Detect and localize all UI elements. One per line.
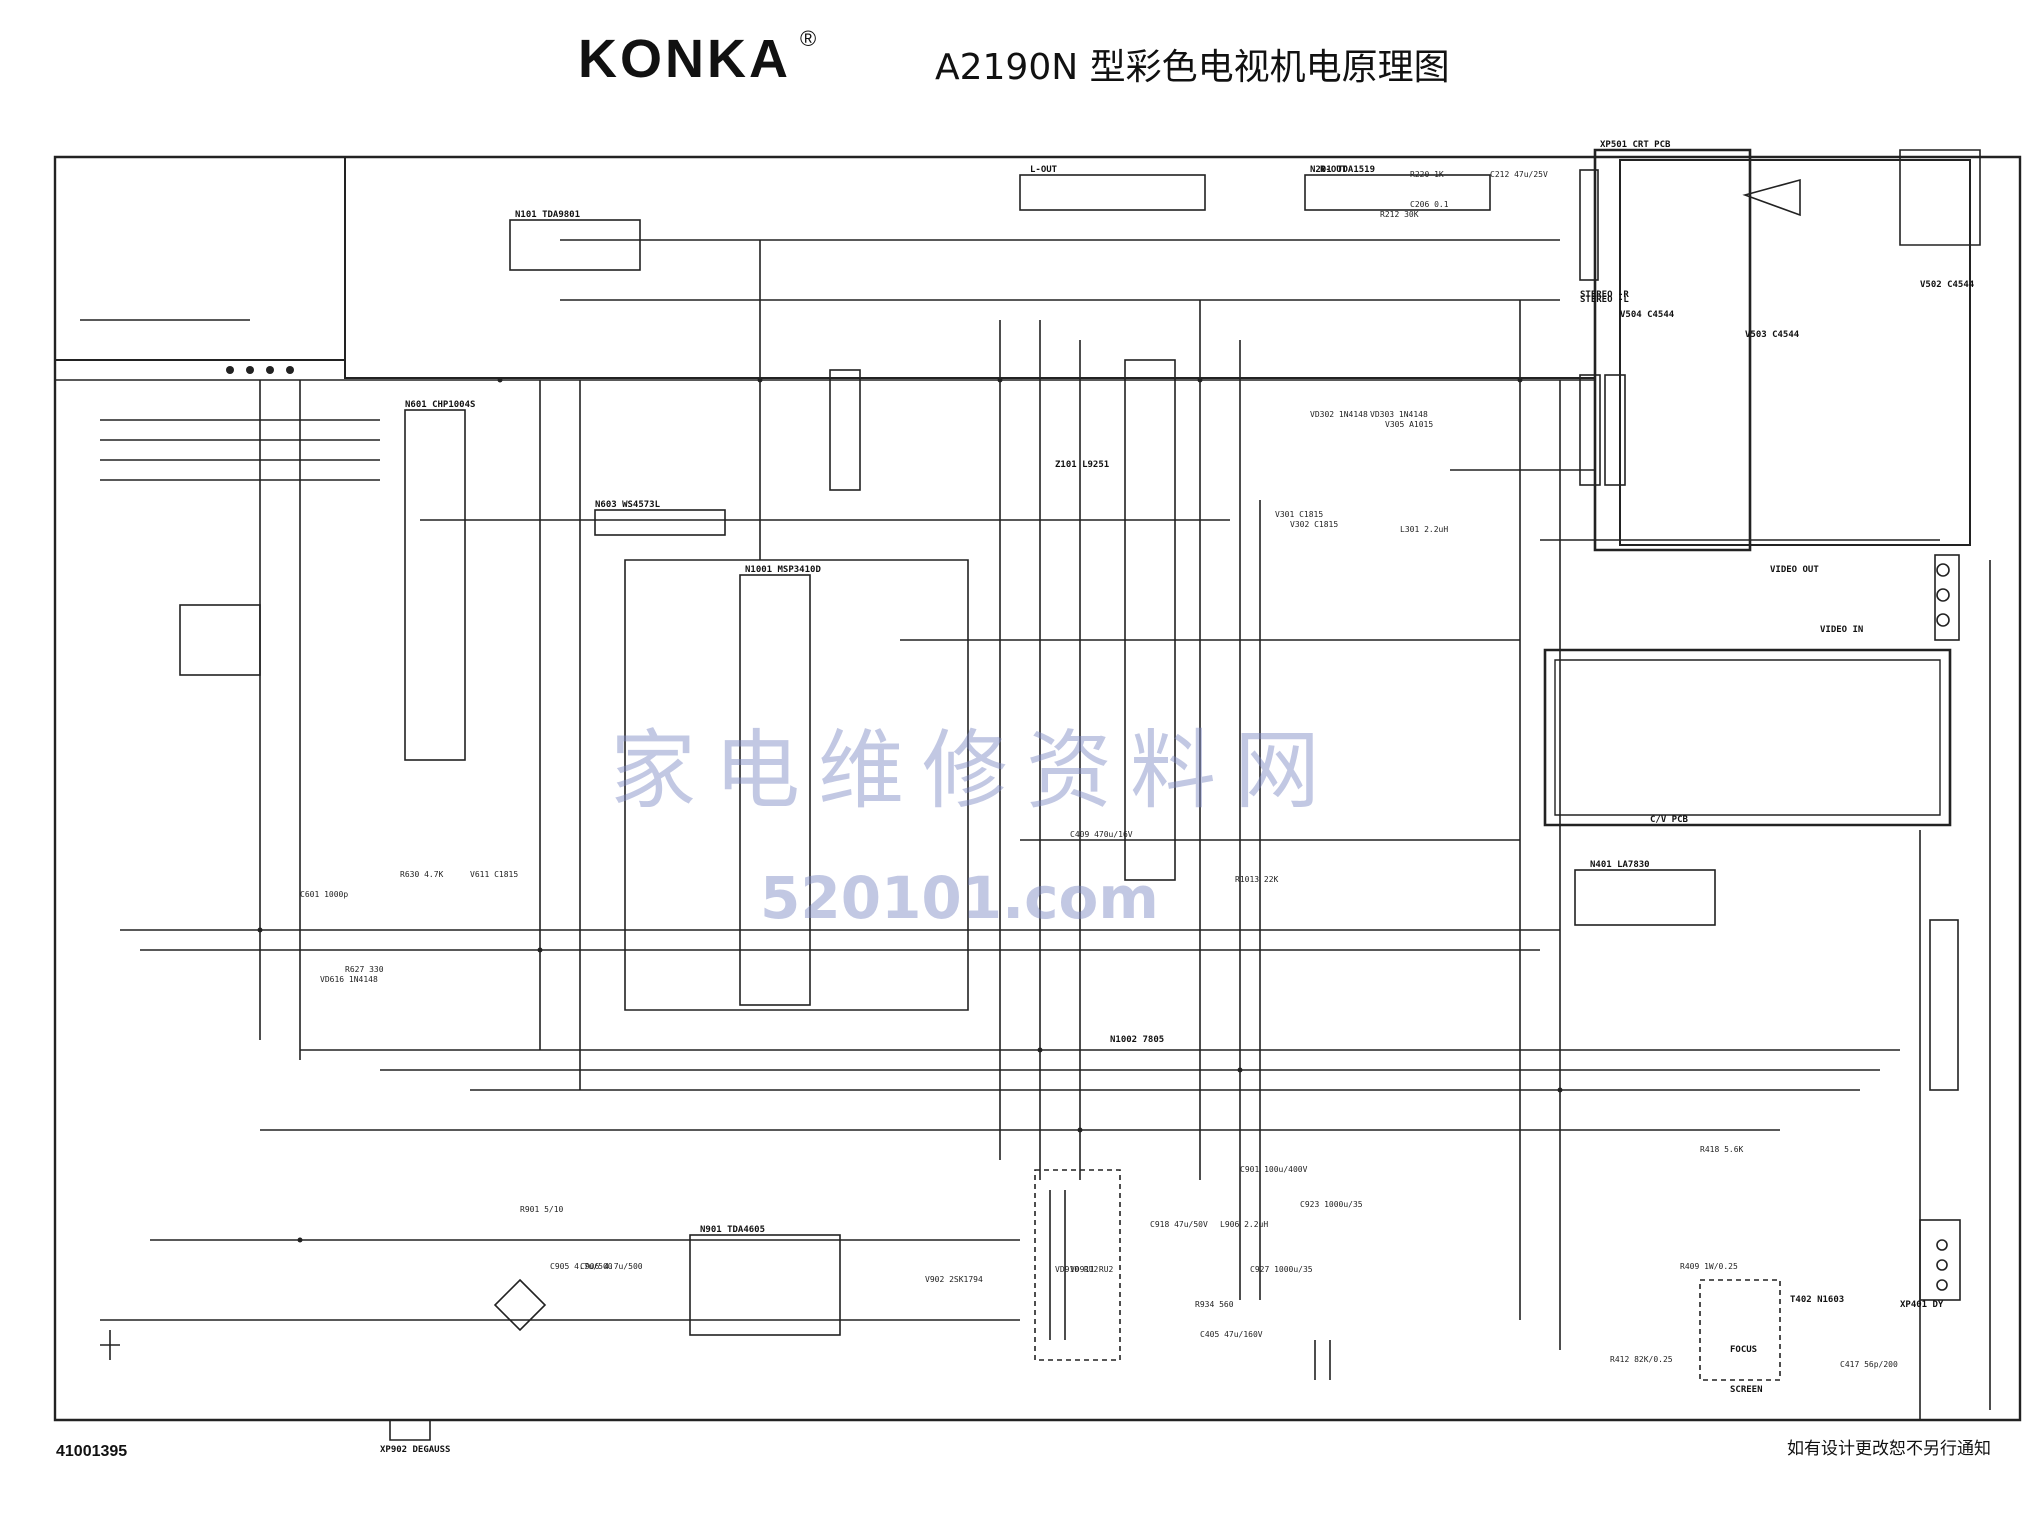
component-label: C417 56p/200 — [1840, 1360, 1898, 1369]
document-number: 41001395 — [56, 1443, 128, 1460]
footer-note: 如有设计更改恕不另行通知 — [1787, 1439, 1991, 1459]
component-label: C927 1000u/35 — [1250, 1265, 1313, 1274]
component-label: VD910 RU2 — [1055, 1265, 1099, 1274]
watermark-url: 520101.com — [760, 864, 1159, 932]
component-label: R412 82K/0.25 — [1610, 1355, 1673, 1364]
block-label: VIDEO OUT — [1770, 565, 1819, 575]
component-label: V301 C1815 — [1275, 510, 1324, 519]
block-label: V502 C4544 — [1920, 280, 1975, 290]
registered-mark: ® — [800, 26, 817, 51]
component-label: VD911 RU2 — [1070, 1265, 1114, 1274]
block-label: STEREO -R — [1580, 290, 1629, 300]
component-label: C601 1000p — [300, 890, 349, 899]
component-label: VD302 1N4148 — [1310, 410, 1368, 419]
component-label: L906 2.2uH — [1220, 1220, 1269, 1229]
block-label: N401 LA7830 — [1590, 860, 1650, 870]
component-label: C905 4.7u/500 — [550, 1262, 613, 1271]
page-title: A2190N 型彩色电视机电原理图 — [935, 47, 1450, 88]
component-label: R1013 22K — [1235, 875, 1279, 884]
block-label: R-OUT — [1320, 165, 1348, 175]
component-label: C906 4.7u/500 — [580, 1262, 643, 1271]
block-label: XP902 DEGAUSS — [380, 1445, 451, 1455]
block-label: V504 C4544 — [1620, 310, 1675, 320]
component-label: R901 5/10 — [520, 1205, 564, 1214]
component-label: VD616 1N4148 — [320, 975, 378, 984]
component-label: R220 1K — [1410, 170, 1444, 179]
watermark-text: 家电维修资料网 — [610, 721, 1338, 821]
component-label: R630 4.7K — [400, 870, 444, 879]
component-label: R934 560 — [1195, 1300, 1234, 1309]
component-label: V302 C1815 — [1290, 520, 1339, 529]
component-label: V611 C1815 — [470, 870, 519, 879]
block-label: STEREO -L — [1580, 295, 1629, 305]
block-label: N1002 7805 — [1110, 1035, 1165, 1045]
block-label: N101 TDA9801 — [515, 210, 581, 220]
block-label: XP401 DY — [1900, 1300, 1944, 1310]
block-label: SCREEN — [1730, 1385, 1763, 1395]
block-label: V503 C4544 — [1745, 330, 1800, 340]
block-label: XP501 CRT PCB — [1600, 140, 1671, 150]
block-label: N601 CHP1004S — [405, 400, 476, 410]
block-label: N603 WS4573L — [595, 500, 661, 510]
component-label: R627 330 — [345, 965, 384, 974]
block-label: N201 TDA1519 — [1310, 165, 1376, 175]
component-label: VD303 1N4148 — [1370, 410, 1428, 419]
component-label: L301 2.2uH — [1400, 525, 1449, 534]
block-label: T402 N1603 — [1790, 1295, 1845, 1305]
block-label: FOCUS — [1730, 1345, 1758, 1355]
block-label: C/V PCB — [1650, 815, 1688, 825]
component-label: C212 47u/25V — [1490, 170, 1548, 179]
component-label: R418 5.6K — [1700, 1145, 1744, 1154]
block-label: L-OUT — [1030, 165, 1058, 175]
component-label: R409 1W/0.25 — [1680, 1262, 1738, 1271]
component-label: V902 2SK1794 — [925, 1275, 983, 1284]
component-label: C409 470u/16V — [1070, 830, 1133, 839]
component-label: R212 30K — [1380, 210, 1419, 219]
block-label: Z101 L9251 — [1055, 460, 1110, 470]
block-label: N901 TDA4605 — [700, 1225, 766, 1235]
block-label: VIDEO IN — [1820, 625, 1864, 635]
component-label: V305 A1015 — [1385, 420, 1434, 429]
component-label: C206 0.1 — [1410, 200, 1449, 209]
brand-logo: KONKA — [578, 29, 791, 89]
component-label: C923 1000u/35 — [1300, 1200, 1363, 1209]
component-label: C901 100u/400V — [1240, 1165, 1308, 1174]
block-label: N1001 MSP3410D — [745, 565, 821, 575]
component-label: C405 47u/160V — [1200, 1330, 1263, 1339]
component-label: C918 47u/50V — [1150, 1220, 1208, 1229]
